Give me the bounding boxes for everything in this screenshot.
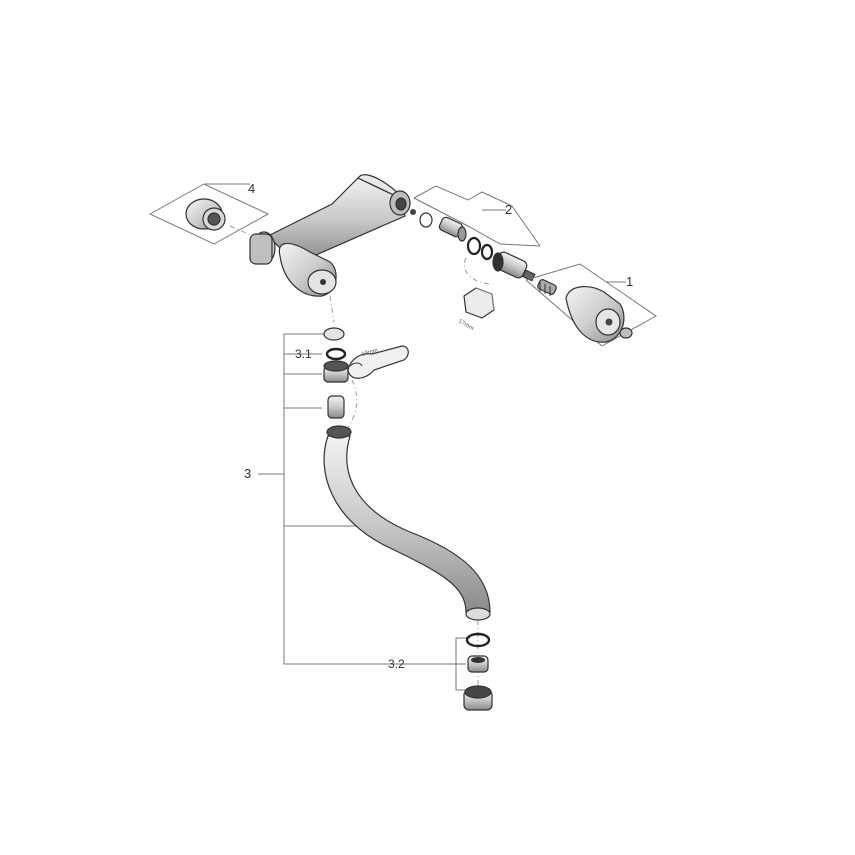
part-3-bracket <box>283 333 466 665</box>
wrench-17-arc <box>463 257 491 285</box>
part-3-2-bracket <box>455 637 470 691</box>
cap-part <box>619 327 633 339</box>
valve-seat-part <box>438 216 467 242</box>
cartridge-part <box>492 251 536 282</box>
label-wrench-19: 19mm <box>361 348 379 358</box>
part-1-group: 1 <box>525 263 657 347</box>
aerator-housing-part <box>463 685 493 711</box>
label-part-2: 2 <box>505 202 512 217</box>
body-axis-down <box>329 295 335 323</box>
part-2-frame-bottom <box>413 197 541 247</box>
mixer-body <box>249 174 411 297</box>
o-ring-part-2 <box>480 243 494 261</box>
part-4-group: 4 <box>148 181 270 245</box>
small-screw-part <box>410 209 416 215</box>
label-part-3-1: 3.1 <box>295 347 312 361</box>
lower-o-ring-part <box>465 632 491 648</box>
label-wrench-17: 17mm <box>457 319 474 333</box>
spout-pipe-part <box>323 425 491 621</box>
part-2-group: 2 17mm <box>410 185 541 333</box>
part-4-frame <box>148 183 270 245</box>
wall-connector-part <box>185 198 226 231</box>
upper-washer-part <box>323 327 345 341</box>
washer-part <box>419 212 433 228</box>
part-2-frame-top <box>413 185 541 247</box>
sleeve-part <box>327 395 345 419</box>
upper-o-ring-part <box>325 347 347 361</box>
label-part-4: 4 <box>248 181 255 196</box>
aerator-insert-part <box>467 655 489 673</box>
part-3-group: 3 3.1 19mm 3.2 <box>244 327 493 711</box>
wrench-17-socket <box>463 287 495 319</box>
label-part-3: 3 <box>244 466 251 481</box>
label-part-1: 1 <box>626 274 633 289</box>
wrench-19-arc <box>345 379 358 431</box>
handle-part <box>565 286 625 343</box>
spindle-part <box>537 279 557 296</box>
wrench-19-part <box>347 345 409 379</box>
union-nut-part <box>323 360 349 383</box>
o-ring-part <box>466 236 482 256</box>
label-part-3-2: 3.2 <box>388 657 405 671</box>
